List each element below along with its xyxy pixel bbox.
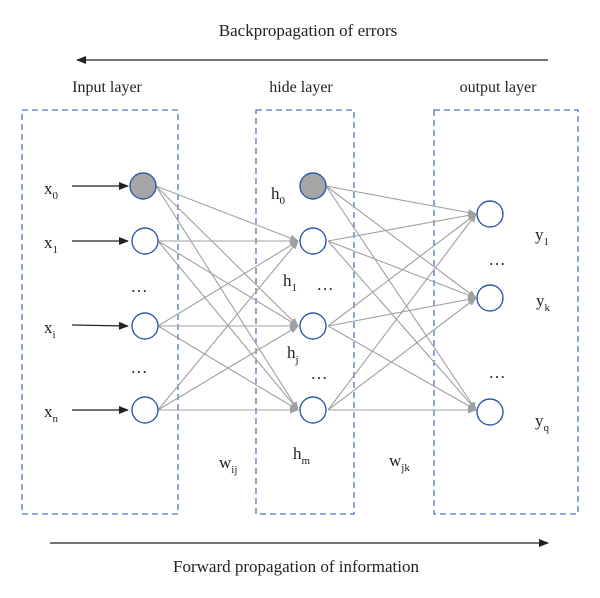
label-hm: hm xyxy=(293,444,311,467)
hidden-to-output-connections xyxy=(325,185,477,414)
input-layer-box xyxy=(21,109,179,515)
output-node-y1 xyxy=(476,200,504,228)
label-weight-wij: wij xyxy=(219,453,237,476)
input-arrow-xi xyxy=(71,321,129,330)
input-node-x0-bias xyxy=(129,172,157,200)
input-layer-title: Input layer xyxy=(72,79,142,96)
connection-hm-y1 xyxy=(327,213,477,411)
label-yk: yk xyxy=(536,291,551,314)
input-arrows xyxy=(71,182,129,414)
connection-h0-yq xyxy=(325,185,477,411)
connection-xi-h1 xyxy=(157,240,299,327)
hidden-ellipsis-lower: … xyxy=(311,364,328,383)
input-node-xn xyxy=(131,396,159,424)
label-yq: yq xyxy=(535,411,550,434)
hidden-node-hm xyxy=(299,396,327,424)
input-ellipsis-lower: … xyxy=(131,358,148,377)
connection-h0-y1 xyxy=(325,185,477,216)
connection-xn-h1 xyxy=(157,240,299,411)
output-layer-box xyxy=(433,109,579,515)
output-ellipsis-upper: … xyxy=(489,250,506,269)
input-node-xi xyxy=(131,312,159,340)
connection-x0-h1 xyxy=(155,185,299,242)
connection-x0-hm xyxy=(155,185,299,411)
label-weight-wjk: wjk xyxy=(389,451,410,474)
input-node-x1 xyxy=(131,227,159,255)
label-x0: x0 xyxy=(44,179,59,202)
hidden-node-hj xyxy=(299,312,327,340)
output-ellipsis-lower: … xyxy=(489,363,506,382)
label-x1: x1 xyxy=(44,233,58,256)
label-hj: hj xyxy=(287,343,299,366)
connection-h0-yk xyxy=(325,185,477,299)
connection-xn-hj xyxy=(157,325,299,411)
hidden-node-h1 xyxy=(299,227,327,255)
output-node-yq xyxy=(476,398,504,426)
connection-h1-yq xyxy=(327,240,477,411)
label-xi: xi xyxy=(44,318,56,341)
hidden-layer-title: hide layer xyxy=(269,79,333,96)
input-to-hidden-connections xyxy=(155,185,299,414)
input-ellipsis-upper: … xyxy=(131,277,148,296)
output-layer-title: output layer xyxy=(460,79,538,96)
connection-hj-y1 xyxy=(327,213,477,327)
connection-hj-yq xyxy=(327,325,477,411)
hidden-layer-box xyxy=(255,109,355,515)
output-node-yk xyxy=(476,284,504,312)
hidden-node-h0-bias xyxy=(299,172,327,200)
backpropagation-caption: Backpropagation of errors xyxy=(219,21,397,40)
connection-h1-y1 xyxy=(327,211,477,242)
hidden-ellipsis-upper: … xyxy=(317,275,334,294)
label-xn: xn xyxy=(44,402,59,425)
connection-hm-yk xyxy=(327,297,477,411)
label-h1: h1 xyxy=(283,271,297,294)
connection-x0-hj xyxy=(155,185,299,327)
label-h0: h0 xyxy=(271,184,286,207)
forward-propagation-caption: Forward propagation of information xyxy=(173,557,419,576)
label-y1: y1 xyxy=(535,225,549,248)
